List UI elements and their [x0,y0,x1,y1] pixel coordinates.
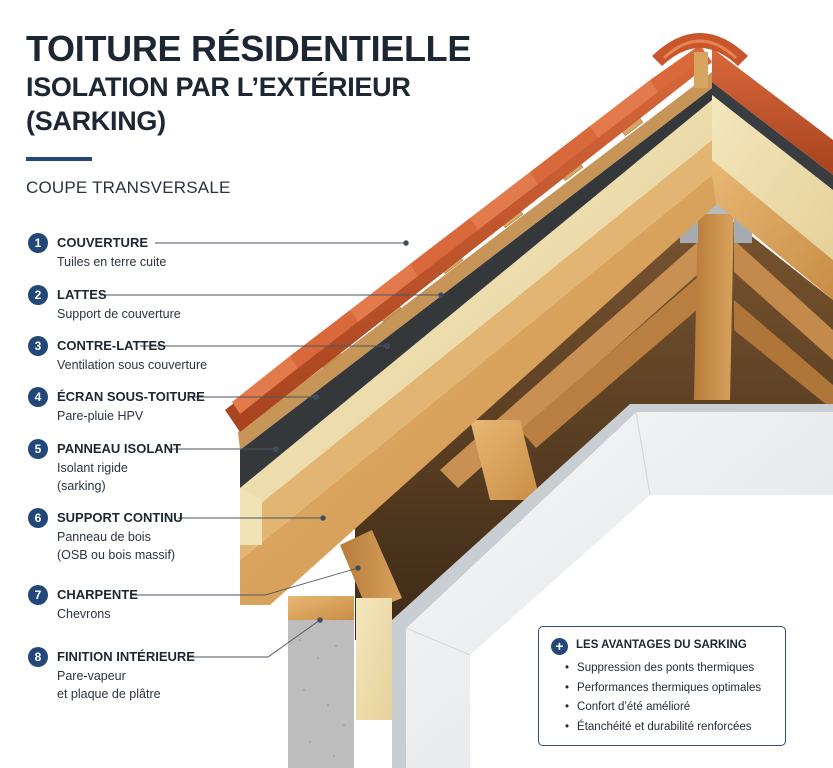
roof-support-layer [240,140,712,560]
attic-rafter [520,270,720,448]
numbered-badge: 2 [28,285,48,305]
numbered-badge: 8 [28,647,48,667]
title-line-3: (SARKING) [26,106,166,136]
ridge-tile [652,33,748,66]
layer-description: Panneau de bois(OSB ou bois massif) [57,530,176,562]
advantage-item: Performances thermiques optimales [565,679,761,699]
layer-description: Ventilation sous couverture [57,358,208,372]
advantage-item: Confort d’été amélioré [565,698,761,718]
wall-plate [288,596,354,620]
advantage-item: Suppression des ponts thermiques [565,659,761,679]
layer-label: FINITION INTÉRIEURE [57,649,195,664]
attic-rafter-right [734,240,833,360]
layer-label: COUVERTURE [57,235,149,250]
masonry-texture [298,638,346,758]
title-line-2: ISOLATION PAR L’EXTÉRIEUR [26,72,411,102]
layer-label: LATTES [57,287,107,302]
layer-description: Pare-pluie HPV [57,409,144,423]
attic-collar-beam [470,420,540,500]
eave-rafter-end [340,530,402,612]
masonry-wall [288,620,354,768]
layer-description: Chevrons [57,607,111,621]
ridge-tile-highlight [662,39,738,60]
roof-membrane-layer [240,88,712,488]
numbered-badge: 3 [28,336,48,356]
roof-right-membrane [712,82,833,190]
numbered-badge: 4 [28,387,48,407]
advantages-title: LES AVANTAGES DU SARKING [576,639,747,651]
numbered-badge: 6 [28,508,48,528]
title-line-1: TOITURE RÉSIDENTIELLE [26,28,472,69]
layer-description: Support de couverture [57,307,181,321]
ridge-batten [694,52,708,88]
layer-label: CONTRE-LATTES [57,338,166,353]
roof-right-timber [712,160,833,300]
interior-edge [405,411,651,656]
roof-tiles [225,45,712,432]
advantage-item: Étanchéité et durabilité renforcées [565,718,761,738]
attic-rafter-right [734,300,833,410]
wall-post [356,598,392,720]
layer-label: ÉCRAN SOUS-TOITURE [57,389,205,404]
advantages-box: + LES AVANTAGES DU SARKING Suppression d… [538,626,786,746]
layer-label: PANNEAU ISOLANT [57,441,181,456]
subtitle: COUPE TRANSVERSALE [26,178,231,197]
roof-right-insulation [712,95,833,260]
roof-right-tiles [712,48,833,175]
accent-bar [26,157,92,161]
layer-label: SUPPORT CONTINU [57,510,183,525]
king-post [694,205,734,400]
numbered-badge: 5 [28,439,48,459]
roof-insulation-layer [240,100,712,520]
layer-description: Tuiles en terre cuite [57,255,167,269]
numbered-badge: 1 [28,233,48,253]
roof-counter-batten-layer [238,72,712,450]
advantages-list: Suppression des ponts thermiques Perform… [565,659,761,737]
numbered-badge: 7 [28,585,48,605]
plus-icon: + [551,638,568,655]
leader-lines [100,240,444,658]
layer-label: CHARPENTE [57,587,138,602]
roof-rafter-layer [240,175,716,605]
layer-description: Isolant rigide(sarking) [57,461,128,493]
insulation-edge [240,488,262,545]
